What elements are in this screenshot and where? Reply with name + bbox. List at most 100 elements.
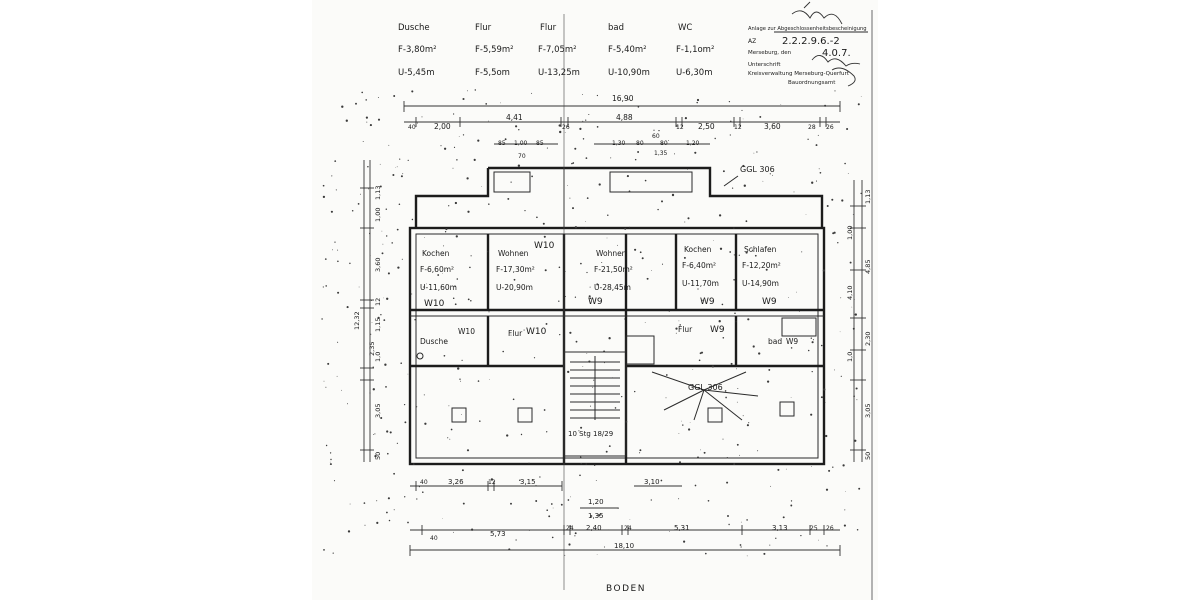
speckle [812,339,814,341]
speckle [627,98,629,101]
speckle [416,406,418,408]
speckle [653,129,655,131]
speckle [535,500,538,502]
speckle [598,183,601,186]
room-0-area: F-6,60m² [420,265,454,274]
room-kochen-right: Kochen F-6,40m² U-11,70m W9 [682,245,719,307]
speckle [347,403,348,405]
speckle [766,380,770,383]
speckle [545,322,548,325]
speckle [572,207,574,210]
speckle [370,333,372,335]
speckle [586,197,589,199]
speckle [644,322,646,323]
speckle [722,337,725,339]
speckle [639,251,642,254]
speckle [443,354,446,357]
speckle [334,241,336,243]
speckle [447,437,449,439]
speckle [456,278,459,280]
room-schlafen: Schlafen F-12,20m² U-14,90m W9 [742,245,781,307]
speckle [842,464,845,467]
speckle [832,232,835,235]
top-dimension-lines: 16,90 40 2,00 4,41 26 [403,94,841,160]
speckle [575,340,578,343]
dim-bottom2-2: 24 [566,525,574,532]
dim-bottom2-8: 26 [826,525,834,532]
speckle [822,269,826,272]
speckle [747,318,750,321]
speckle [740,546,742,548]
header-name-1: Flur [475,23,492,33]
dim-bottom-mid-0: 1,20 [588,498,604,506]
speckle [531,92,533,94]
speckle [477,380,480,382]
dim-bottom2-3: 2,40 [586,524,602,532]
speckle [682,424,684,426]
dim-sub-2: 85 [536,140,544,147]
speckle [379,185,382,188]
dim-left-6: 1,0 [374,352,382,362]
speckle [768,368,771,371]
speckle [407,159,409,161]
speckle [385,386,387,388]
speckle [668,310,670,312]
speckle [426,283,427,285]
building-walls [408,14,826,590]
dim-top-10: 26 [826,124,834,131]
speckle [831,198,834,201]
speckle [452,531,454,533]
dim-right-0: 1,13 [864,190,872,204]
speckle [713,240,714,241]
speckle [330,458,332,461]
dim-left-2: 3,60 [374,258,382,272]
speckle [819,171,822,174]
speckle [327,362,330,365]
speckle [481,186,482,187]
speckle [477,139,480,142]
speckle [453,146,456,148]
speckle [515,125,518,128]
speckle [731,187,734,189]
speckle [818,539,819,541]
speckle [456,159,458,161]
speckle [544,269,547,272]
speckle [341,389,342,391]
speckle [629,519,631,520]
room-flur-right-tag: W9 [710,325,725,335]
dim-top-0: 40 [408,124,416,131]
speckle [462,134,465,136]
stamp-date: 4.0.7. [822,48,851,59]
speckle [332,552,334,554]
speckle [644,179,647,182]
speckle [825,434,828,438]
speckle [588,295,591,298]
speckle [374,454,377,458]
speckle [707,499,710,502]
speckle [790,347,793,349]
floor-plan-drawing: Dusche F-3,80m² U-5,45m Flur F-5,59m² F-… [321,1,873,600]
speckle [488,311,490,313]
speckle [564,132,566,133]
speckle [395,167,397,168]
speckle [377,118,381,121]
speckle [321,318,323,320]
dim-sub-5: 80 [636,140,644,147]
speckle [404,496,406,498]
speckle [458,136,460,137]
speckle [840,297,842,299]
speckle [513,278,516,281]
speckle [708,389,710,391]
speckle [355,102,357,105]
speckle [785,468,787,470]
speckle [853,395,855,398]
speckle [628,190,631,193]
speckle [697,288,699,290]
speckle [582,366,584,367]
speckle [470,528,474,531]
speckle [651,270,652,271]
stamp-place: Merseburg, den [748,50,792,56]
room-1-perimeter: U-20,90m [496,283,533,292]
speckle [691,384,694,387]
speckle [752,345,755,348]
